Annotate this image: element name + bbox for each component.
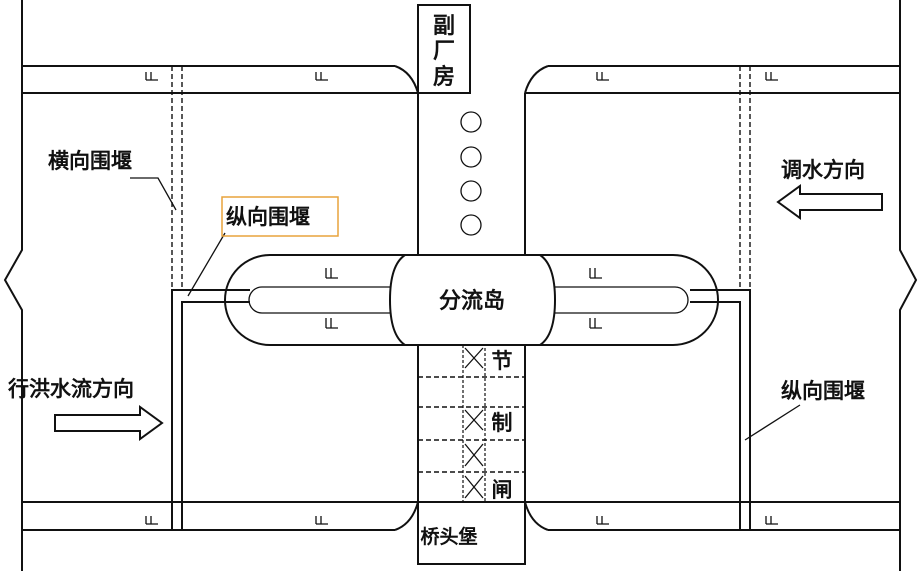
flood-flow-arrow-icon bbox=[54, 405, 164, 441]
powerhouse-label-2: 厂 bbox=[433, 38, 455, 63]
flood-flow-direction-label: 行洪水流方向 bbox=[7, 377, 134, 401]
right-longitudinal-cofferdam bbox=[690, 289, 751, 530]
powerhouse-column bbox=[417, 4, 526, 255]
leader-transverse bbox=[130, 177, 177, 211]
left-transverse-cofferdam bbox=[171, 66, 183, 290]
leader-longitudinal-left bbox=[187, 232, 226, 297]
right-bank-line bbox=[899, 0, 918, 571]
gate-label-2: 制 bbox=[492, 412, 513, 435]
left-bank-line bbox=[3, 0, 23, 571]
left-longitudinal-cofferdam bbox=[171, 289, 250, 530]
pier-circle bbox=[460, 111, 482, 133]
gate-label-3: 闸 bbox=[492, 479, 513, 502]
gate-label-1: 节 bbox=[492, 349, 513, 373]
diversion-arrow-icon bbox=[776, 184, 883, 220]
diversion-direction-label: 调水方向 bbox=[781, 158, 865, 182]
powerhouse-label-3: 房 bbox=[433, 64, 455, 89]
transverse-cofferdam-label: 横向围堰 bbox=[48, 149, 132, 173]
longitudinal-cofferdam-label-right: 纵向围堰 bbox=[781, 379, 865, 403]
leader-longitudinal-right bbox=[744, 404, 801, 441]
longitudinal-cofferdam-label-left: 纵向围堰 bbox=[226, 205, 310, 229]
powerhouse-label-1: 副 bbox=[433, 13, 455, 38]
pier-circle bbox=[460, 180, 482, 202]
diversion-island-label: 分流岛 bbox=[439, 288, 505, 313]
pier-circle bbox=[460, 214, 482, 236]
bridgehead-label: 桥头堡 bbox=[420, 525, 477, 548]
control-gate-column bbox=[417, 344, 526, 565]
bottom-road-band bbox=[22, 501, 900, 531]
pier-circle bbox=[460, 146, 482, 168]
right-transverse-cofferdam bbox=[739, 66, 751, 290]
diversion-island bbox=[224, 254, 719, 346]
highlight-box bbox=[221, 196, 339, 237]
top-road-band bbox=[22, 65, 900, 94]
